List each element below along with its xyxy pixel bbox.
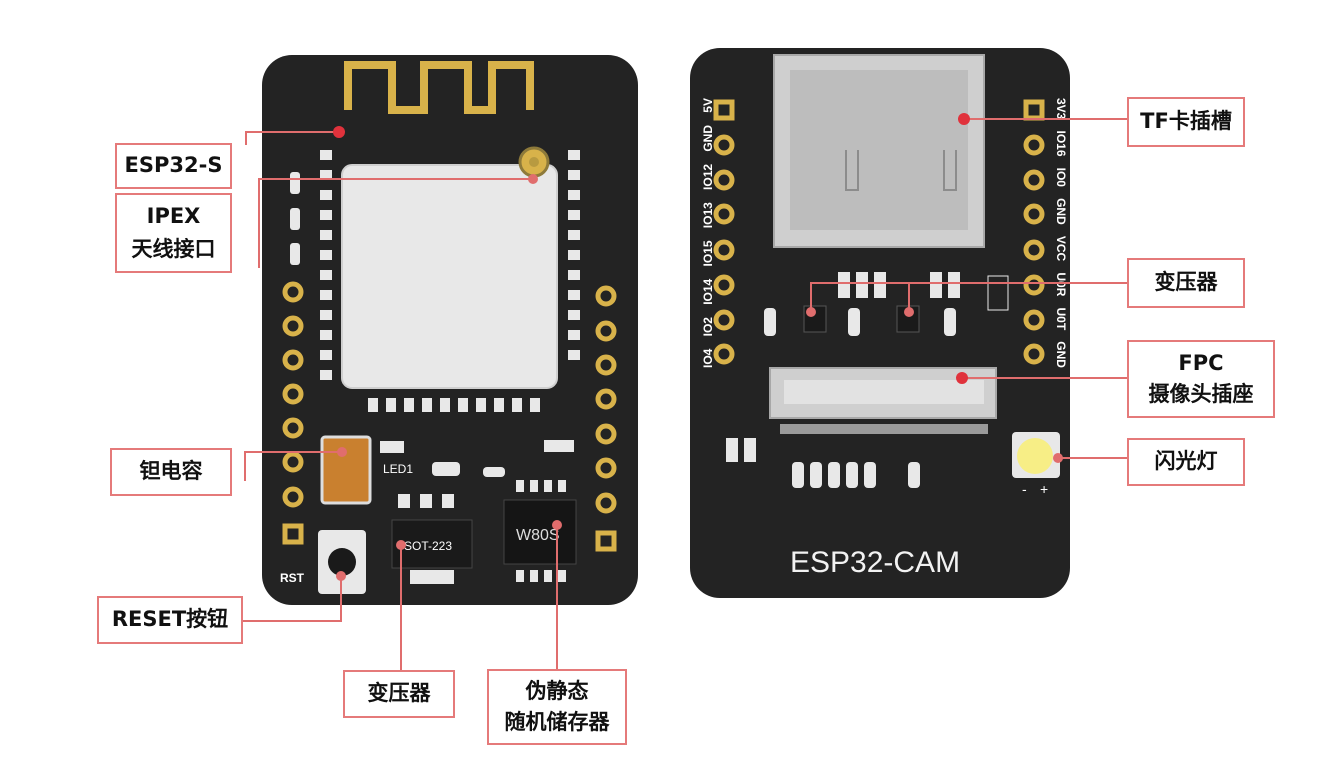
- dot-regulator-front: [396, 540, 406, 550]
- dot-tantalum: [337, 447, 347, 457]
- lead-psram: [556, 525, 558, 669]
- label-regulator-front-text: 变压器: [368, 681, 431, 706]
- label-psram-line1: 伪静态: [526, 679, 589, 704]
- back-right-pin-label: IO16: [1054, 130, 1068, 156]
- label-psram: 伪静态 随机储存器: [487, 669, 627, 745]
- label-regulator-front: 变压器: [343, 670, 455, 718]
- label-tf: TF卡插槽: [1127, 97, 1245, 147]
- label-psram-line2: 随机储存器: [505, 710, 610, 735]
- label-fpc-line1: FPC: [1178, 351, 1223, 376]
- rst-silk: RST: [280, 571, 305, 585]
- dot-flash: [1053, 453, 1063, 463]
- lead-reset-h: [243, 620, 342, 622]
- label-tantalum: 钽电容: [110, 448, 232, 496]
- psram-silk: W80S: [516, 527, 560, 544]
- label-ipex-line1: IPEX: [147, 204, 201, 229]
- label-esp32s-text: ESP32-S: [125, 153, 223, 178]
- lead-flash: [1058, 457, 1127, 459]
- back-left-pin-label: IO14: [701, 279, 715, 305]
- back-left-pin-label: 5V: [701, 98, 715, 113]
- label-flash-text: 闪光灯: [1155, 449, 1218, 474]
- label-esp32s: ESP32-S: [115, 143, 232, 189]
- label-regulator-back: 变压器: [1127, 258, 1245, 308]
- lead-esp32s-v: [245, 131, 247, 145]
- esp32-module-shield: [342, 165, 557, 388]
- back-right-pin-label: IO0: [1054, 168, 1068, 187]
- flash-plus: +: [1040, 481, 1048, 497]
- label-fpc-line2: 摄像头插座: [1149, 382, 1254, 407]
- dot-ipex: [528, 174, 538, 184]
- label-tf-text: TF卡插槽: [1140, 109, 1232, 134]
- dot-regulator-back-2: [904, 307, 914, 317]
- lead-tantalum-v: [244, 451, 246, 481]
- back-left-pin-label: IO12: [701, 164, 715, 190]
- back-left-pin-label: IO4: [701, 349, 715, 368]
- back-left-pin-label: IO15: [701, 240, 715, 266]
- lead-reset-v: [340, 576, 342, 622]
- back-right-pin-label: U0T: [1054, 308, 1068, 331]
- dot-regulator-back-1: [806, 307, 816, 317]
- dot-esp32s: [333, 126, 345, 138]
- label-reset: RESET按钮: [97, 596, 243, 644]
- label-tantalum-text: 钽电容: [140, 459, 203, 484]
- lead-fpc: [962, 377, 1127, 379]
- back-right-pin-label: VCC: [1054, 236, 1068, 261]
- label-fpc: FPC 摄像头插座: [1127, 340, 1275, 418]
- flash-led: [1017, 438, 1053, 474]
- flash-minus: -: [1022, 481, 1027, 497]
- led-silk: LED1: [383, 462, 413, 476]
- lead-esp32s-h: [245, 131, 340, 133]
- right-pin-labels: 3V3IO16IO0GND VCC U0R U0T GND: [1046, 98, 1076, 368]
- sot223-silk: SOT-223: [404, 539, 452, 553]
- dot-reset: [336, 571, 346, 581]
- lead-tantalum-h: [244, 451, 342, 453]
- lead-regulator-back-h: [810, 282, 1127, 284]
- regulator-pads: [398, 494, 410, 508]
- back-right-pin-label: 3V3: [1054, 98, 1068, 119]
- lead-tf: [964, 118, 1127, 120]
- back-left-pin-label: GND: [701, 125, 715, 152]
- board-title: ESP32-CAM: [790, 546, 960, 579]
- back-left-pin-label: IO13: [701, 202, 715, 228]
- label-ipex: IPEX 天线接口: [115, 193, 232, 273]
- back-right-pin-label: GND: [1054, 341, 1068, 368]
- tantalum-capacitor: [322, 437, 370, 503]
- back-right-pin-label: U0R: [1054, 272, 1068, 296]
- label-flash: 闪光灯: [1127, 438, 1245, 486]
- back-board: - + ESP32-CAM: [690, 48, 1070, 598]
- lead-ipex-v: [258, 178, 260, 268]
- lead-ipex-h: [258, 178, 534, 180]
- dot-psram: [552, 520, 562, 530]
- dot-fpc: [956, 372, 968, 384]
- front-board: LED1 SOT-223 W80S RST: [262, 55, 638, 605]
- left-pin-labels: IO4 IO2 IO14 IO15 IO13 IO12 GND 5V: [693, 98, 723, 368]
- back-right-pin-label: GND: [1054, 198, 1068, 225]
- back-left-pin-label: IO2: [701, 317, 715, 336]
- lead-regulator-front: [400, 545, 402, 670]
- label-regulator-back-text: 变压器: [1155, 270, 1218, 295]
- label-reset-text: RESET按钮: [112, 607, 228, 632]
- label-ipex-line2: 天线接口: [132, 237, 216, 262]
- dot-tf: [958, 113, 970, 125]
